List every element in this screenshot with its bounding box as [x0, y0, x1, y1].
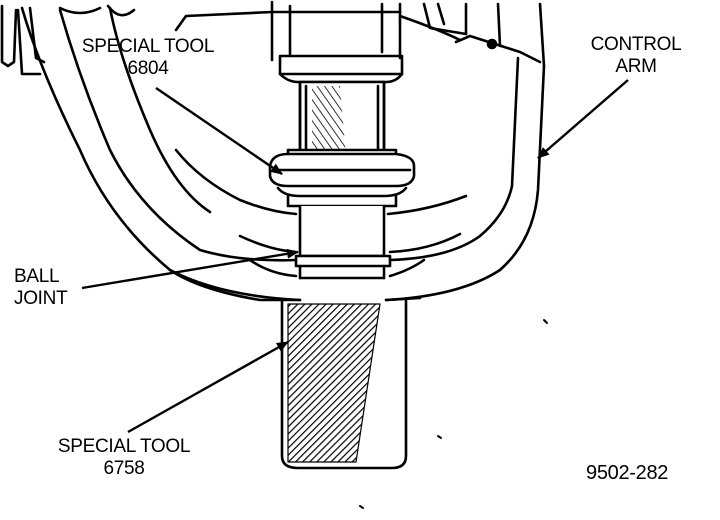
label-special-tool-6758: SPECIAL TOOL 6758	[52, 436, 196, 480]
label-ball-joint: BALL JOINT	[14, 266, 94, 310]
receiver-collar	[268, 148, 416, 208]
label-ball-joint-line2: JOINT	[14, 288, 68, 309]
figure-code: 9502-282	[586, 462, 669, 484]
label-ball-joint-line1: BALL	[14, 266, 60, 287]
label-special-tool-6758-line2: 6758	[103, 458, 145, 479]
label-control-arm-line1: CONTROL	[590, 34, 682, 55]
leader-arrow-special-tool-6758	[127, 340, 289, 434]
press-body	[58, 0, 546, 84]
label-special-tool-6758-line1: SPECIAL TOOL	[57, 436, 191, 457]
leader-arrow-ball-joint	[81, 248, 299, 290]
upper-left-housing	[0, 4, 46, 76]
label-control-arm-line2: ARM	[615, 56, 657, 77]
control-arm-outline	[20, 6, 546, 302]
label-special-tool-6804-line2: 6804	[127, 58, 169, 79]
ball-joint-body	[294, 204, 392, 280]
special-tool-6758	[280, 298, 408, 470]
detail-marks	[359, 319, 548, 509]
label-special-tool-6804-line1: SPECIAL TOOL	[81, 36, 215, 57]
special-tool-6804-shaft	[298, 80, 386, 160]
label-special-tool-6804: SPECIAL TOOL 6804	[78, 36, 218, 80]
label-control-arm: CONTROL ARM	[580, 34, 692, 78]
leader-arrow-special-tool-6804	[155, 87, 283, 175]
leader-arrow-control-arm	[537, 79, 629, 159]
